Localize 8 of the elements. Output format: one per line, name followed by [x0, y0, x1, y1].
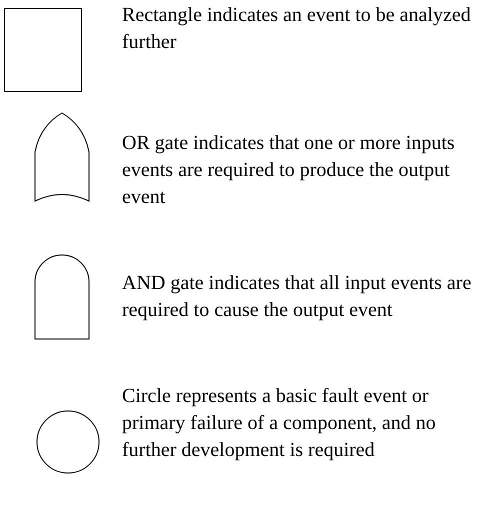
and-gate-symbol — [34, 254, 90, 340]
rectangle-symbol — [4, 8, 82, 92]
symbol-description: Rectangle indicates an event to be analyzed further — [122, 3, 472, 55]
symbol-description: OR gate indicates that one or more inputs events are required to produce the output event — [122, 131, 456, 210]
symbol-description: AND gate indicates that all input events are required to cause the output event — [122, 271, 472, 323]
circle-symbol — [36, 410, 100, 474]
symbol-description: Circle represents a basic fault event or primary failure of a component, and no further development is required — [122, 384, 437, 463]
or-gate-symbol — [34, 112, 90, 202]
